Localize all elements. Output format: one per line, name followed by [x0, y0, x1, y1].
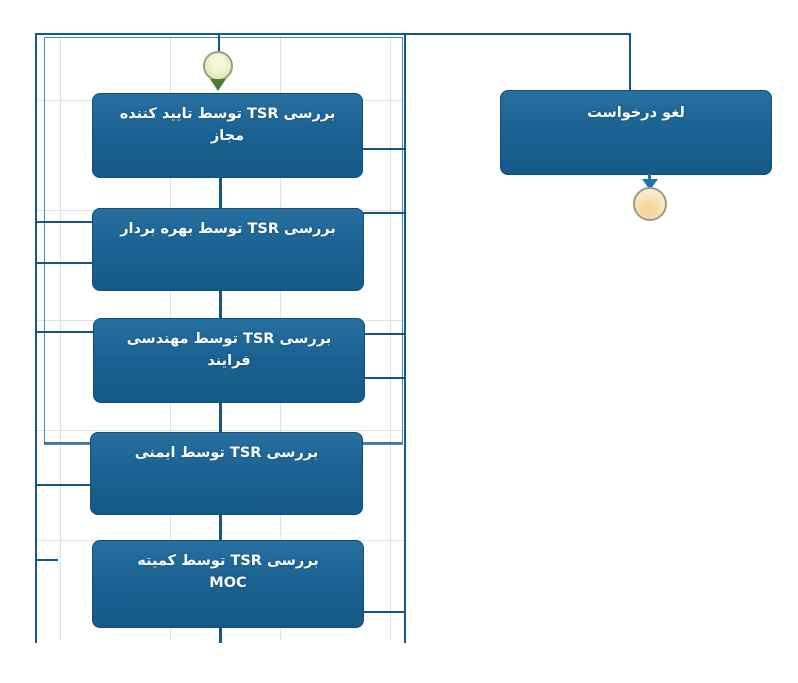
end-arrow-stem: [648, 174, 651, 180]
connector-stub-left: [37, 221, 92, 223]
flow-start-stem: [218, 35, 220, 52]
grid-line: [60, 36, 61, 640]
flow-task4-task5: [219, 515, 222, 540]
task-review-tsr-safety: بررسی TSR توسط ایمنی: [90, 432, 363, 515]
connector-stub-right: [363, 148, 406, 150]
task-review-tsr-operator: بررسی TSR توسط بهره بردار: [92, 208, 364, 291]
grid-line: [390, 36, 391, 640]
connector-stub-right: [364, 377, 406, 379]
lane-border-right: [404, 33, 406, 643]
task-cancel-request: لغو درخواست: [500, 90, 772, 175]
connector-stub-left: [35, 559, 58, 561]
flow-task2-task3: [219, 291, 222, 318]
start-arrow-down-icon: [210, 79, 226, 91]
flow-task5-out: [219, 628, 222, 643]
connector-stub-left: [37, 484, 92, 486]
lane-border-top: [35, 33, 408, 35]
task-review-tsr-moc-committee: بررسی TSR توسط کمیته MOC: [92, 540, 364, 628]
connector-stub-left: [37, 331, 94, 333]
task-review-tsr-approver: بررسی TSR توسط تایید کننده مجاز: [92, 93, 363, 178]
end-arrow-down-icon: [642, 179, 658, 190]
flow-to-cancel-horizontal: [406, 33, 631, 35]
flow-task3-task4: [219, 403, 222, 432]
connector-stub-right: [364, 333, 406, 335]
flow-to-cancel-vertical: [629, 33, 631, 95]
start-event-circle: [203, 51, 233, 81]
connector-stub-right: [364, 611, 406, 613]
lane-border-left: [35, 33, 37, 643]
connector-stub-left: [37, 262, 92, 264]
task-review-tsr-process-engineering: بررسی TSR توسط مهندسی فرایند: [93, 318, 365, 403]
flow-task1-task2: [219, 178, 222, 208]
connector-stub-right: [363, 212, 406, 214]
end-event-circle: [633, 187, 667, 221]
